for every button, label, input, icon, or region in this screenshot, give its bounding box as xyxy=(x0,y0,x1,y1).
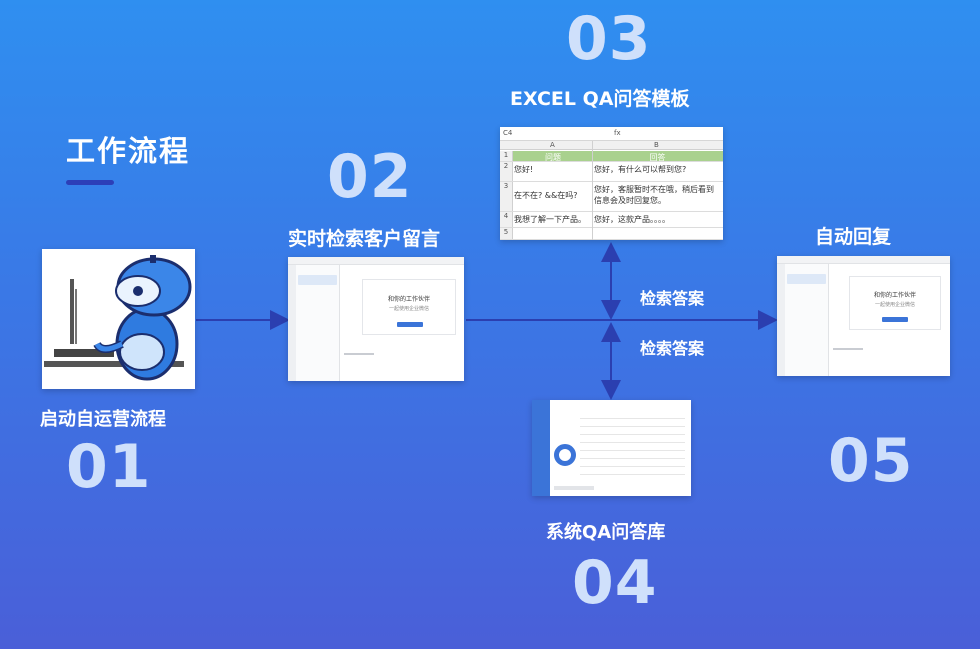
chat-greeting: 和你的工作伙伴 xyxy=(873,292,916,299)
arrow-label-upper: 检索答案 xyxy=(640,289,705,308)
step-04-label: 系统QA问答库 xyxy=(546,522,666,543)
page-title: 工作流程 xyxy=(66,134,191,168)
excel-row-num: 1 xyxy=(500,151,513,161)
excel-cell-q: 您好! xyxy=(514,165,534,174)
excel-col-a: A xyxy=(550,141,555,149)
excel-col-b: B xyxy=(654,141,659,149)
excel-cell-a: 您好，这款产品。。。。 xyxy=(594,215,670,224)
excel-row-num: 4 xyxy=(500,212,513,227)
step-03-number: 03 xyxy=(566,4,652,74)
step-02-number: 02 xyxy=(327,142,413,212)
qa-database-screenshot xyxy=(532,400,691,496)
arrow-label-lower: 检索答案 xyxy=(640,339,705,358)
excel-row-num: 2 xyxy=(500,162,513,181)
excel-cell-a: 您好，有什么可以帮到您? xyxy=(594,165,687,174)
title-underline xyxy=(66,180,114,185)
step-04-number: 04 xyxy=(572,548,658,618)
step-05-label: 自动回复 xyxy=(815,226,892,248)
excel-header-a: 问题 xyxy=(545,153,561,162)
step-05-number: 05 xyxy=(828,426,914,496)
step-01-number: 01 xyxy=(66,432,152,502)
step-02-label: 实时检索客户留言 xyxy=(288,228,441,250)
excel-row-num: 5 xyxy=(500,228,513,239)
auto-reply-screenshot: 和你的工作伙伴 一起使用企业微信 xyxy=(777,256,950,376)
excel-fx: fx xyxy=(614,129,621,137)
excel-cell-a: 您好，客服暂时不在哦，稍后看到信息会及时回复您。 xyxy=(594,185,714,205)
excel-header-b: 回答 xyxy=(649,153,666,162)
excel-row-num: 3 xyxy=(500,182,513,211)
chat-sub: 一起使用企业微信 xyxy=(388,306,429,312)
excel-cell-q: 我想了解一下产品。 xyxy=(514,215,586,224)
excel-cell-ref: C4 xyxy=(503,129,513,137)
excel-screenshot: C4 fx A B 1 问题 回答 2 您好! 您好，有什么可以帮到您? 3 在不… xyxy=(500,127,723,240)
robot-icon xyxy=(42,249,195,389)
chat-greeting: 和你的工作伙伴 xyxy=(387,296,430,303)
step-01-label: 启动自运营流程 xyxy=(40,409,166,430)
chat-window-screenshot: 和你的工作伙伴 一起使用企业微信 xyxy=(288,257,464,381)
robot-image xyxy=(42,249,195,389)
step-03-label: EXCEL QA问答模板 xyxy=(510,88,690,110)
chat-sub: 一起使用企业微信 xyxy=(874,302,915,308)
excel-cell-q: 在不在? &&在吗? xyxy=(514,191,578,200)
